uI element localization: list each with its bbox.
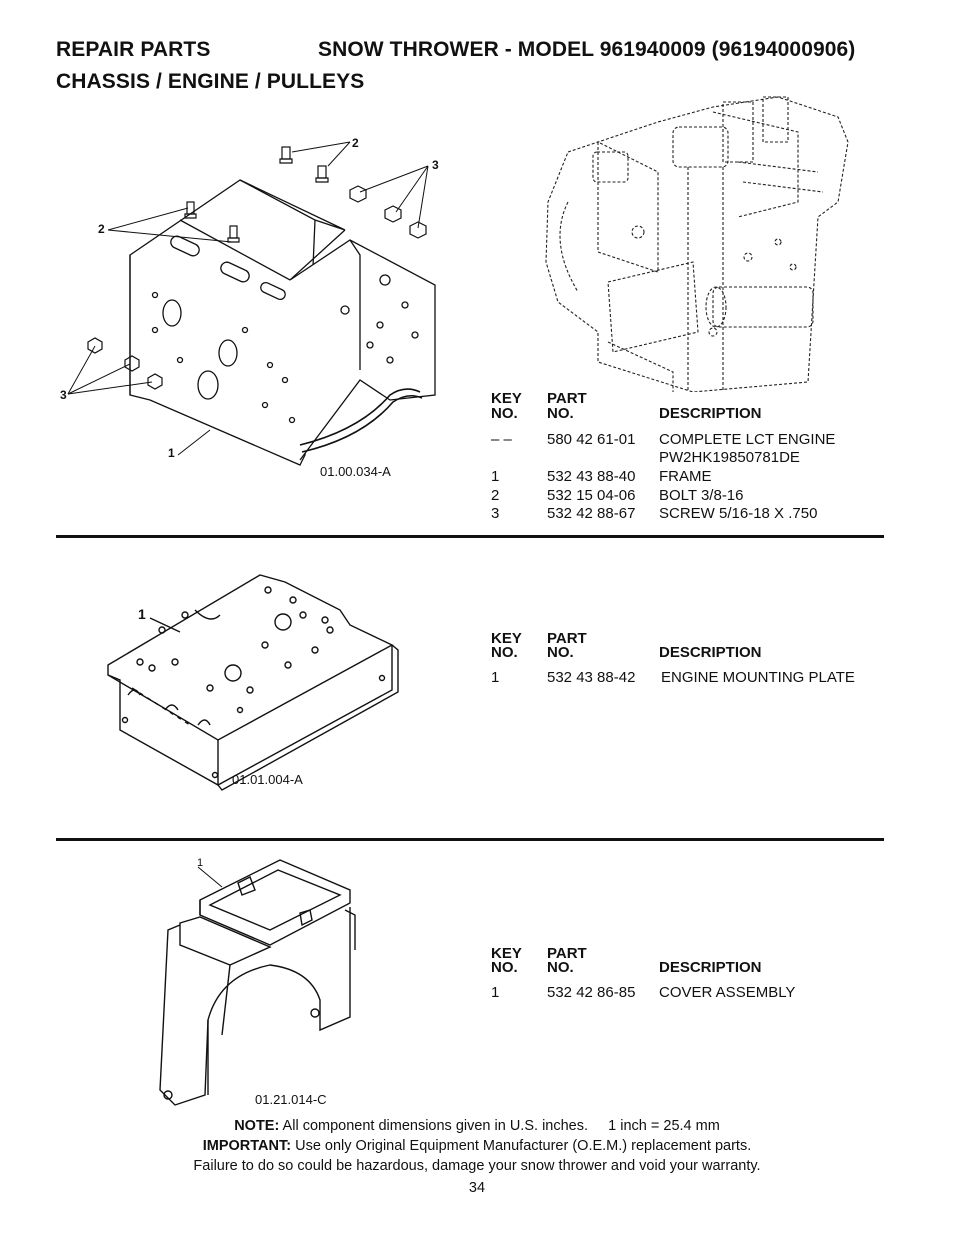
col-header-key-1: KEY [491, 630, 522, 647]
important-label: IMPORTANT: [202, 1138, 292, 1154]
important-text: Use only Original Equipment Manufacturer… [295, 1138, 752, 1154]
row-part-number: 532 15 04-06 [547, 487, 636, 504]
row-part-number: 532 42 88-67 [547, 505, 636, 522]
parts-table-cover: KEY NO. PART NO. DESCRIPTION 1 532 42 86… [491, 945, 884, 1005]
row-description: COMPLETE LCT ENGINE [659, 431, 836, 448]
footer-important: IMPORTANT: Use only Original Equipment M… [0, 1136, 954, 1156]
callout-bolt-left: 2 [98, 222, 105, 236]
callout-screw-left: 3 [60, 388, 67, 402]
row-description-line2: PW2HK19850781DE [659, 449, 800, 466]
footer-warning: Failure to do so could be hazardous, dam… [193, 1158, 761, 1174]
row-key: 1 [491, 468, 500, 485]
note-label: NOTE: [234, 1118, 280, 1134]
row-description: ENGINE MOUNTING PLATE [661, 669, 855, 686]
figure-code-cover: 01.21.014-C [255, 1092, 327, 1107]
col-header-part-2: NO. [547, 959, 574, 976]
parts-table-mounting-plate: KEY NO. PART NO. DESCRIPTION 1 532 43 88… [491, 630, 884, 690]
callout-frame: 1 [168, 446, 175, 460]
cover-assembly-diagram: 1 01.21.014-C [150, 855, 370, 1110]
col-header-key-1: KEY [491, 945, 522, 962]
col-header-key-1: KEY [491, 390, 522, 407]
section-heading: REPAIR PARTS [56, 38, 211, 61]
engine-diagram [538, 92, 854, 392]
parts-table-frame: KEY NO. PART NO. DESCRIPTION – – 580 42 … [491, 390, 884, 530]
row-description: COVER ASSEMBLY [659, 984, 796, 1001]
callout-screw-top: 3 [432, 158, 439, 172]
row-key: – – [491, 431, 512, 448]
row-description: SCREW 5/16-18 X .750 [659, 505, 818, 522]
col-header-description: DESCRIPTION [659, 959, 762, 976]
page-title: SNOW THROWER - MODEL 961940009 (96194000… [318, 38, 856, 61]
section-divider [56, 838, 884, 841]
col-header-part-1: PART [547, 945, 587, 962]
page-number: 34 [468, 1180, 486, 1196]
callout-bolt-top: 2 [352, 136, 359, 150]
col-header-part-1: PART [547, 390, 587, 407]
figure-code-frame: 01.00.034-A [320, 464, 391, 479]
figure-code-mounting-plate: 01.01.004-A [232, 772, 303, 787]
row-key: 2 [491, 487, 500, 504]
row-part-number: 532 43 88-40 [547, 468, 636, 485]
col-header-key-2: NO. [491, 959, 518, 976]
mounting-plate-diagram: 1 01.01.004-A [100, 570, 410, 795]
col-header-part-2: NO. [547, 405, 574, 422]
row-description: BOLT 3/8-16 [659, 487, 744, 504]
row-key: 1 [491, 984, 500, 1001]
section-divider [56, 535, 884, 538]
col-header-description: DESCRIPTION [659, 405, 762, 422]
row-description: FRAME [659, 468, 712, 485]
page-subtitle: CHASSIS / ENGINE / PULLEYS [56, 70, 365, 93]
footer-note: NOTE: All component dimensions given in … [0, 1116, 954, 1136]
col-header-key-2: NO. [491, 405, 518, 422]
col-header-part-2: NO. [547, 644, 574, 661]
frame-diagram: 2 3 2 3 1 01.00.034-A [60, 130, 450, 490]
row-part-number: 532 42 86-85 [547, 984, 636, 1001]
col-header-description: DESCRIPTION [659, 644, 762, 661]
conversion-text: 1 inch = 25.4 mm [608, 1118, 720, 1134]
row-part-number: 532 43 88-42 [547, 669, 636, 686]
callout-cover: 1 [197, 857, 204, 869]
callout-mounting-plate: 1 [138, 606, 146, 622]
col-header-key-2: NO. [491, 644, 518, 661]
note-text: All component dimensions given in U.S. i… [282, 1118, 589, 1134]
row-key: 1 [491, 669, 500, 686]
row-part-number: 580 42 61-01 [547, 431, 636, 448]
row-key: 3 [491, 505, 500, 522]
col-header-part-1: PART [547, 630, 587, 647]
